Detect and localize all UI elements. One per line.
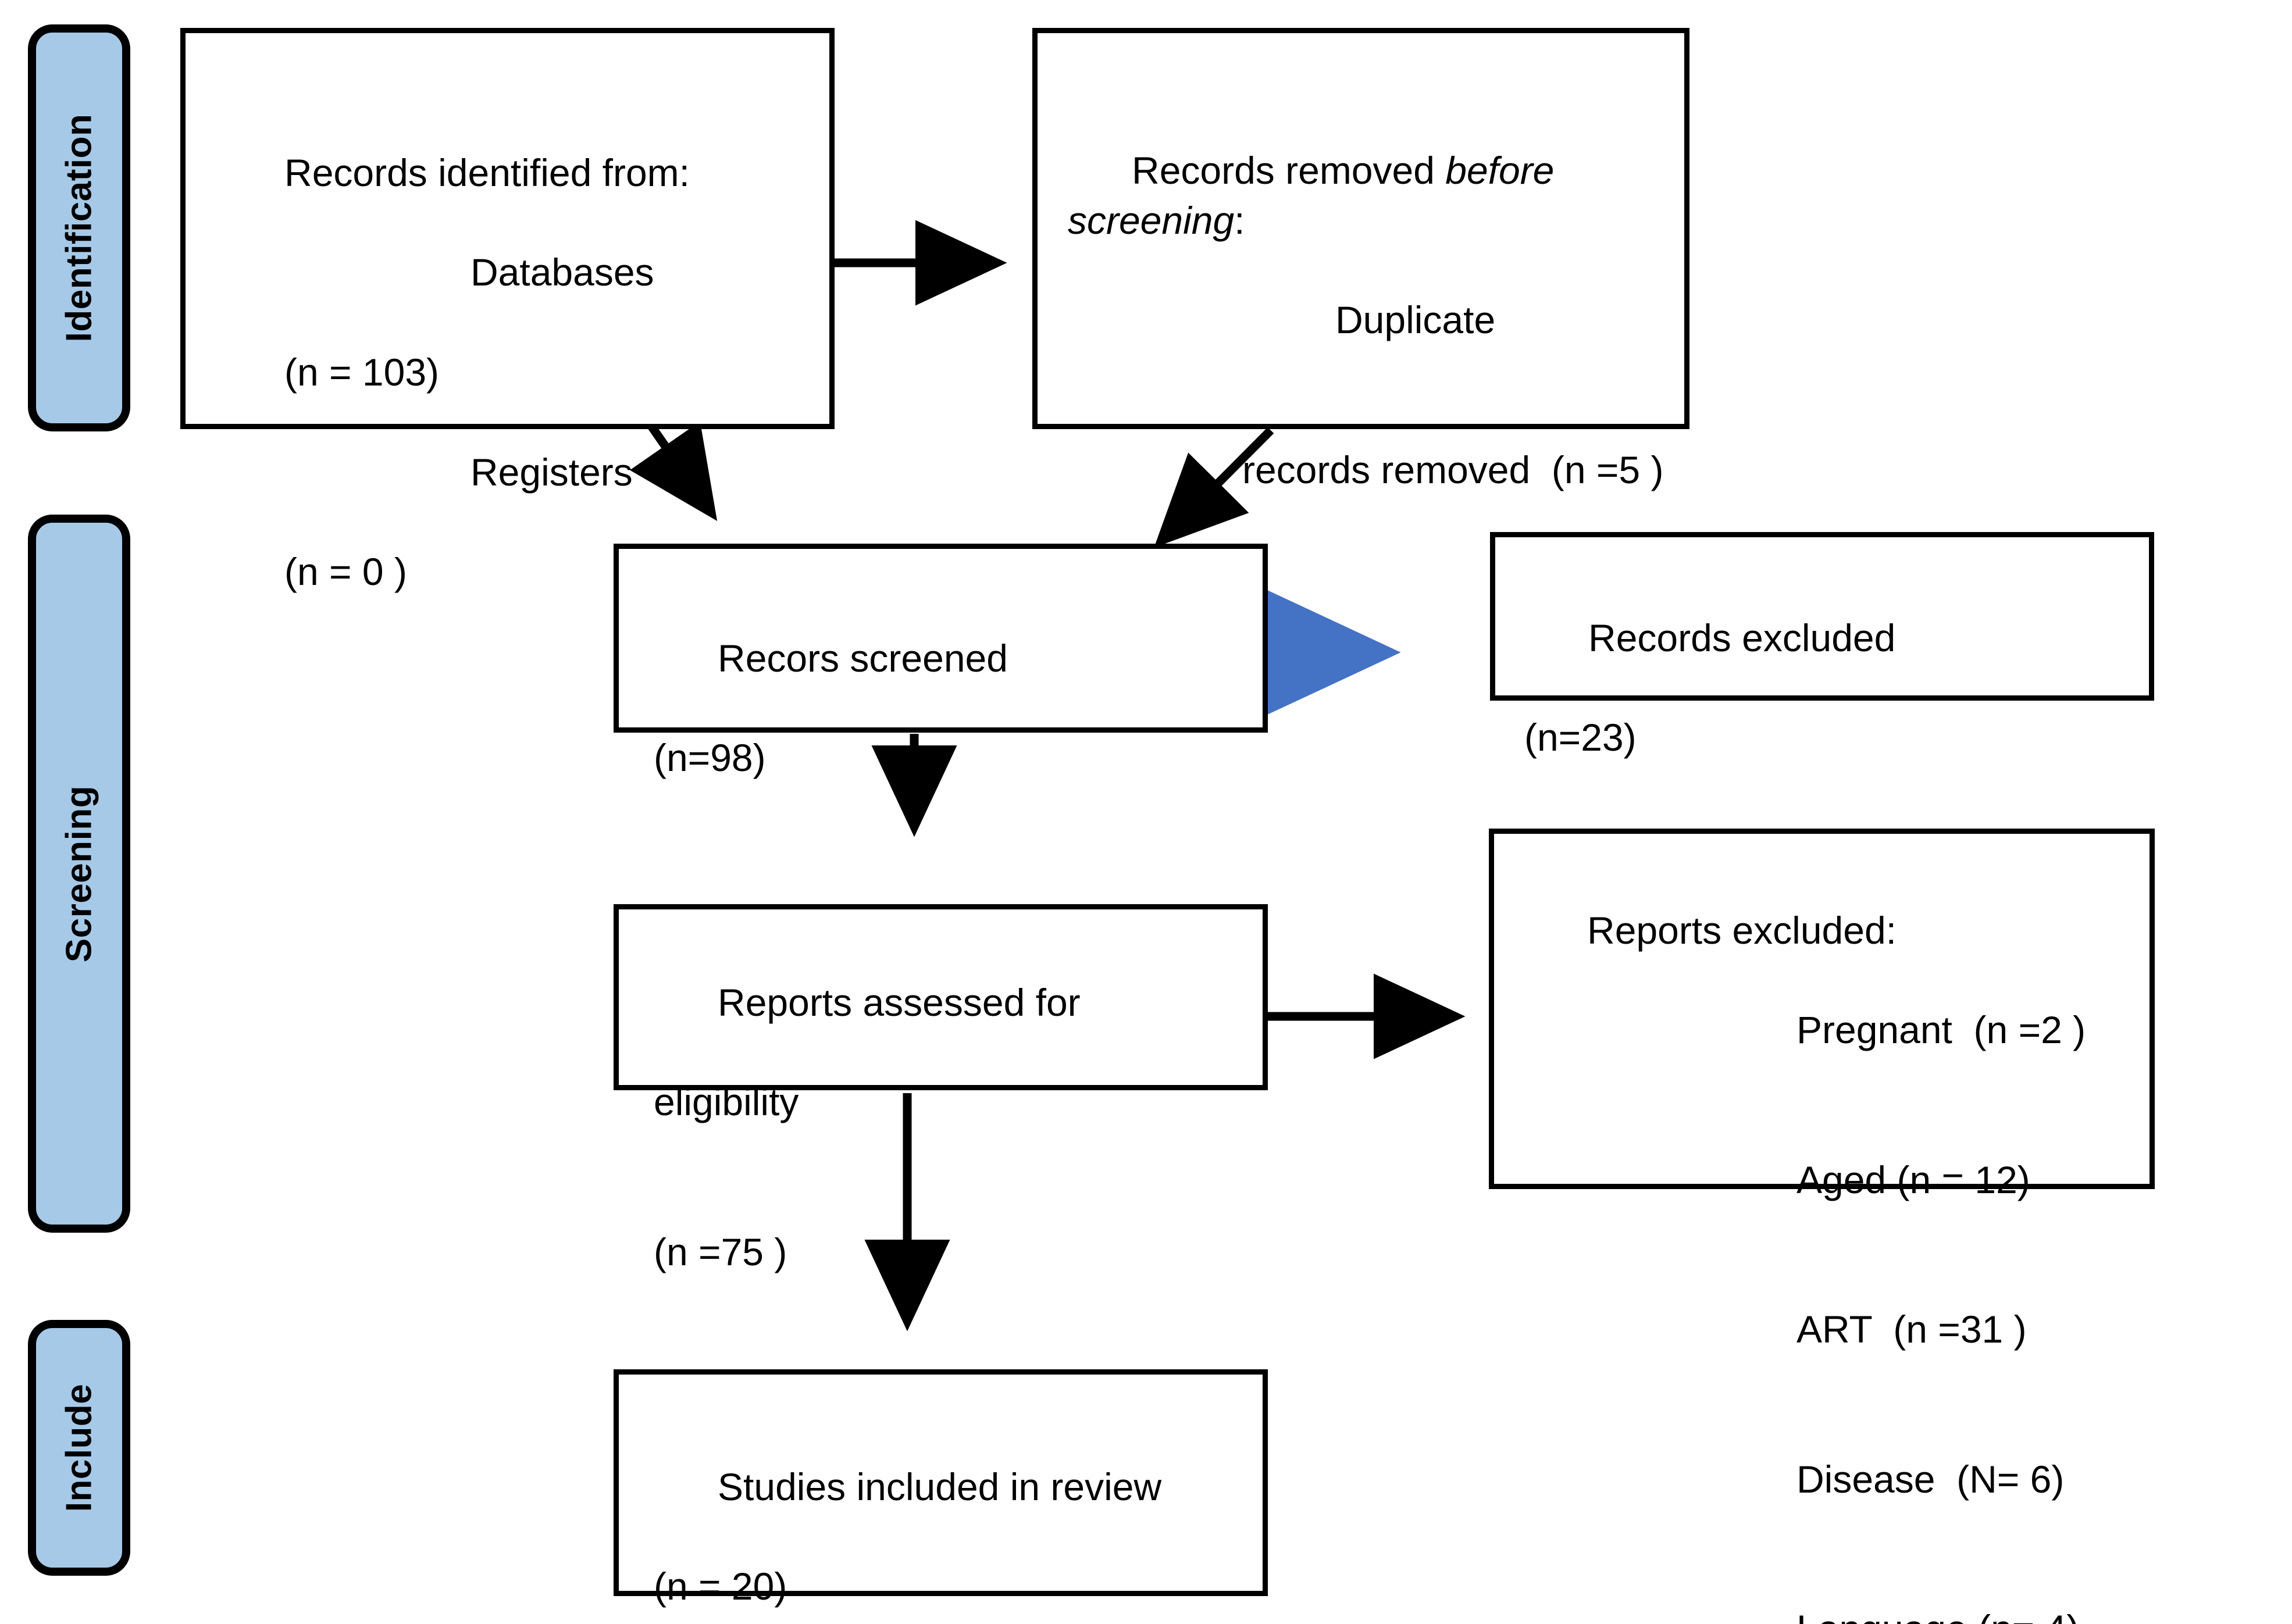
reports-assessed-line-3: (n =75 ) [654,1230,787,1273]
reports-excluded-reason-disease: Disease (N= 6) [1796,1457,2065,1501]
node-records-screened: Recors screened (n=98) [614,544,1268,779]
node-records-identified: Records identified from: Databases (n = … [180,28,835,593]
stage-pill-screening: Screening [28,515,130,1233]
records-removed-heading-colon: : [1234,198,1245,242]
reports-excluded-heading: Reports excluded: [1587,908,1897,952]
stage-label-include: Include [59,1383,99,1512]
node-studies-included-in-review: Studies included in review (n = 20) [614,1369,1268,1608]
stage-label-identification: Identification [59,113,99,342]
reports-assessed-line-1: Reports assessed for [718,980,1081,1024]
records-identified-heading: Records identified from: [284,151,690,194]
records-excluded-line-2: (n=23) [1524,716,1637,759]
node-records-screened-body: Recors screened (n=98) [654,584,1251,883]
reports-excluded-reason-pregnant: Pregnant (n =2 ) [1796,1008,2086,1052]
studies-included-line-1: Studies included in review [718,1465,1162,1508]
node-reports-excluded: Reports excluded: Pregnant (n =2 ) Aged … [1489,829,2155,1624]
node-records-removed-body: Records removed before screening: Duplic… [1068,96,1673,595]
records-excluded-line-1: Records excluded [1588,616,1896,659]
reports-assessed-line-2: eligibility [654,1080,799,1124]
records-removed-duplicate-count: records removed (n =5 ) [1242,448,1664,491]
node-records-excluded: Records excluded (n=23) [1490,532,2154,759]
node-studies-included-body: Studies included in review (n = 20) [654,1412,1251,1624]
node-records-identified-body: Records identified from: Databases (n = … [220,98,818,647]
records-removed-duplicate-label: Duplicate [1335,298,1496,342]
records-screened-line-2: (n=98) [654,736,766,780]
node-records-excluded-body: Records excluded (n=23) [1524,563,2137,863]
records-removed-heading-plain: Records removed [1132,148,1446,192]
node-records-removed-before-screening: Records removed before screening: Duplic… [1032,28,1689,491]
records-identified-databases-label: Databases [470,251,654,294]
records-identified-databases-count: (n = 103) [284,350,440,394]
studies-included-line-2: (n = 20) [654,1565,787,1608]
reports-excluded-reason-language: Language (n= 4) [1523,1604,2138,1624]
stage-label-screening: Screening [59,785,99,962]
records-identified-registers-count: (n = 0 ) [284,550,407,594]
node-reports-assessed-body: Reports assessed for eligibility (n =75 … [654,928,1251,1377]
stage-pill-include: Include [28,1320,130,1576]
reports-excluded-reason-art: ART (n =31 ) [1796,1308,2027,1351]
records-screened-line-1: Recors screened [718,636,1008,680]
reports-excluded-reason-aged: Aged (n = 12) [1796,1158,2030,1201]
node-reports-assessed-for-eligibility: Reports assessed for eligibility (n =75 … [614,904,1268,1273]
records-identified-registers-label: Registers [470,450,633,494]
node-reports-excluded-body: Reports excluded: Pregnant (n =2 ) Aged … [1523,856,2138,1624]
records-removed-heading-italic: before screening [1068,148,1565,242]
stage-pill-identification: Identification [28,24,130,431]
